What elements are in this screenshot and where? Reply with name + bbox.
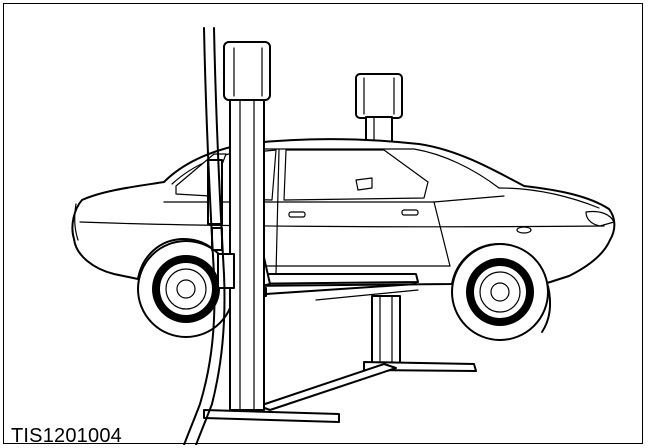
illustration-frame: TIS1201004 (3, 3, 643, 447)
front-lift-post (207, 41, 271, 411)
lift-base-plate (203, 363, 397, 423)
figure-identifier: TIS1201004 (11, 425, 122, 447)
two-post-lift-illustration (71, 27, 616, 445)
car-wheel-front (451, 243, 551, 341)
hydraulic-hoses (183, 27, 226, 445)
car-wheel-rear (137, 240, 235, 338)
rear-lift-post (355, 73, 477, 372)
